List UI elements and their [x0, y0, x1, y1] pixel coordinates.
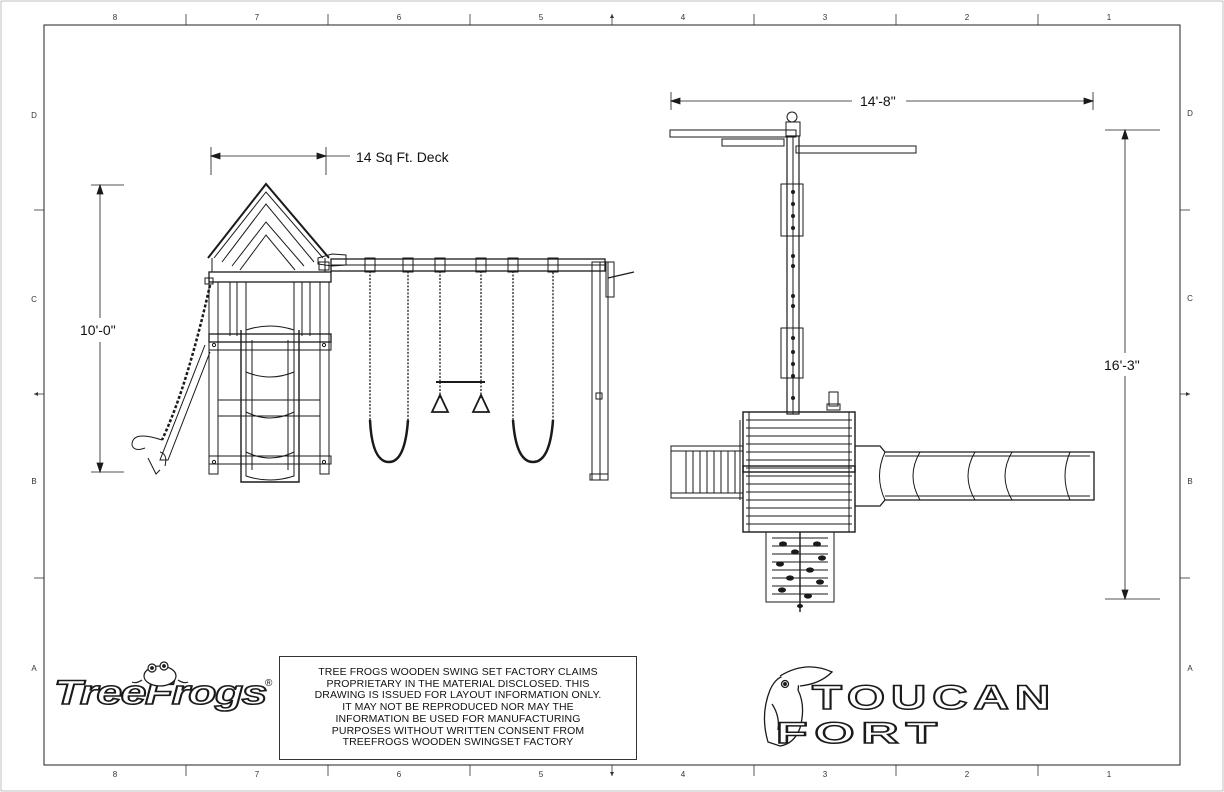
toucan-fort-logo: TOUCAN FORT — [763, 666, 1056, 751]
row-label-left: A — [31, 664, 37, 673]
rock-wall-plan — [765, 531, 835, 612]
inner-frame — [43, 24, 1181, 766]
frog-icon — [131, 661, 189, 687]
telescope — [317, 253, 347, 271]
col-label-bottom: 3 — [823, 770, 828, 779]
overall-depth-dimension — [1105, 128, 1160, 601]
col-label-top: 1 — [1107, 13, 1112, 22]
row-label-right: D — [1187, 109, 1193, 118]
swing-beam — [330, 257, 635, 481]
notice-line: TREE FROGS WOODEN SWING SET FACTORY CLAI… — [318, 665, 598, 678]
col-label-bottom: 4 — [681, 770, 686, 779]
col-label-bottom: 6 — [397, 770, 402, 779]
col-label-bottom: 8 — [113, 770, 118, 779]
row-label-left: B — [31, 477, 36, 486]
row-label-right: B — [1187, 477, 1192, 486]
registered-mark: ® — [265, 678, 273, 689]
col-label-top: 4 — [681, 13, 686, 22]
toucan-icon — [763, 666, 834, 747]
depth-label: 16'-3" — [1104, 357, 1140, 373]
notice-line: DRAWING IS ISSUED FOR LAYOUT INFORMATION… — [314, 689, 602, 702]
slide-front — [240, 325, 300, 483]
trapeze-bar — [430, 271, 491, 413]
rock-wall-side — [131, 277, 214, 475]
product-name-line2: FORT — [776, 717, 944, 750]
notice-line: INFORMATION BE USED FOR MANUFACTURING — [335, 712, 581, 725]
swing-beam-plan — [780, 135, 804, 415]
belt-swing — [368, 271, 410, 464]
row-label-right: A — [1187, 664, 1193, 673]
overall-width-dimension — [669, 92, 1095, 110]
col-label-bottom: 1 — [1107, 770, 1112, 779]
treefrogs-logo: TreeFrogs ® — [53, 661, 273, 713]
notice-line: PROPRIETARY IN THE MATERIAL DISCLOSED. T… — [326, 677, 590, 690]
height-dimension — [91, 183, 124, 474]
notice-line: TREEFROGS WOODEN SWINGSET FACTORY — [342, 736, 574, 749]
center-marks — [34, 14, 1190, 776]
plan-view — [669, 92, 1160, 612]
product-name-line1: TOUCAN — [812, 679, 1056, 717]
width-label: 14'-8" — [860, 93, 896, 109]
telescope-plan — [826, 391, 841, 411]
belt-swing — [511, 271, 555, 464]
row-label-left: C — [31, 295, 37, 304]
fort-roof — [207, 182, 330, 272]
row-label-right: C — [1187, 294, 1193, 303]
col-label-bottom: 2 — [965, 770, 970, 779]
side-elevation — [91, 147, 635, 483]
slide-plan — [855, 445, 1095, 507]
proprietary-notice: TREE FROGS WOODEN SWING SET FACTORY CLAI… — [279, 656, 637, 760]
height-label: 10'-0" — [80, 322, 116, 338]
fort-frame — [208, 271, 332, 475]
ladder-plan — [670, 445, 744, 499]
notice-line: IT MAY NOT BE REPRODUCED NOR MAY THE — [342, 701, 574, 714]
col-label-top: 2 — [965, 13, 970, 22]
col-label-bottom: 5 — [539, 770, 544, 779]
deck-plan — [739, 411, 856, 533]
col-label-top: 6 — [397, 13, 402, 22]
col-label-top: 8 — [113, 13, 118, 22]
col-label-top: 3 — [823, 13, 828, 22]
col-label-top: 7 — [255, 13, 260, 22]
row-label-left: D — [31, 111, 37, 120]
col-label-top: 5 — [539, 13, 544, 22]
col-label-bottom: 7 — [255, 770, 260, 779]
deck-size-label: 14 Sq Ft. Deck — [356, 149, 450, 165]
deck-dimension — [209, 147, 350, 175]
notice-line: PURPOSES WITHOUT WRITTEN CONSENT FROM — [331, 724, 585, 737]
